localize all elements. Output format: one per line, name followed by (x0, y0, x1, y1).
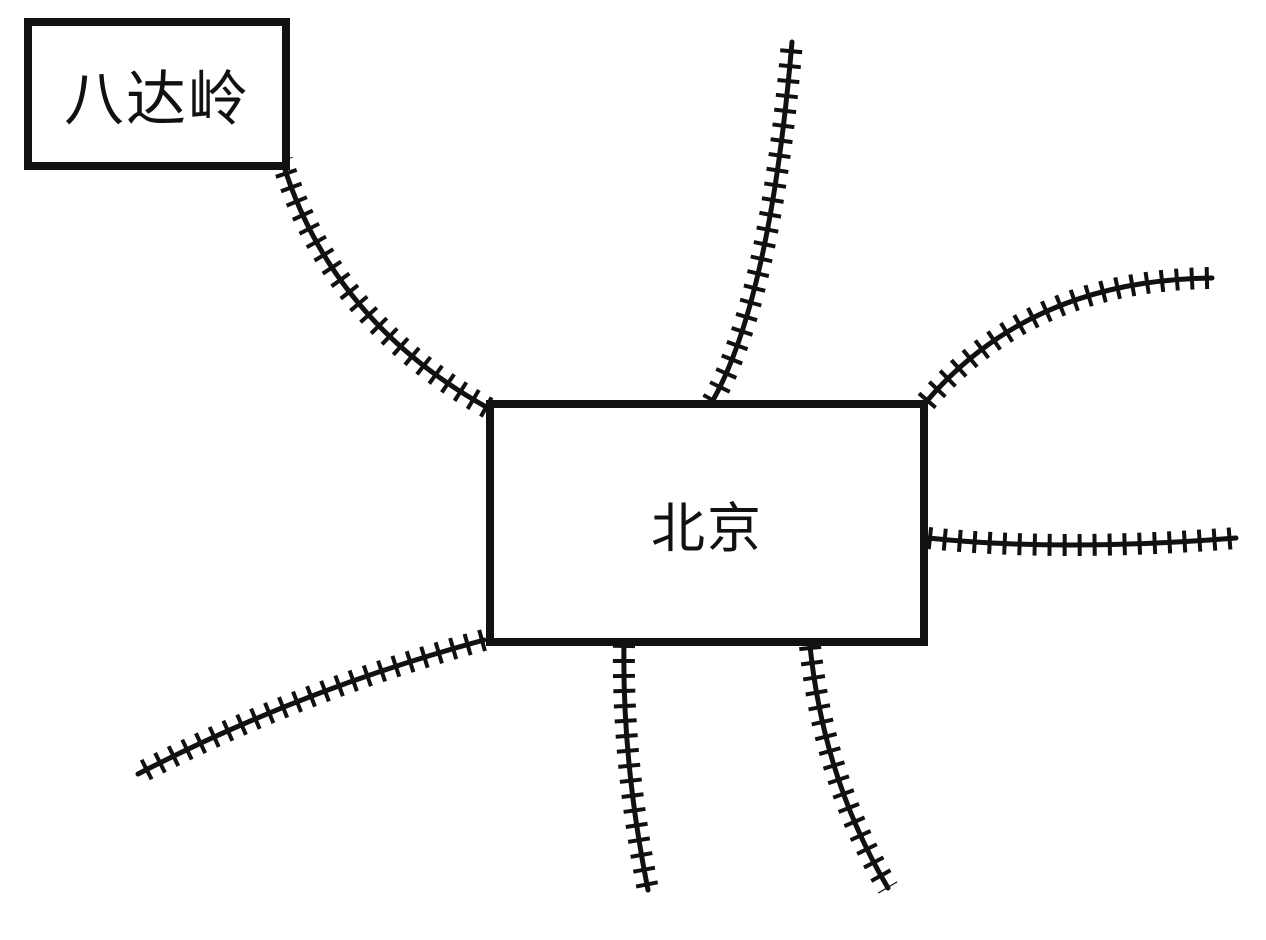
railway-track (135, 637, 487, 777)
railway-track (621, 641, 651, 893)
railway-track (925, 535, 1239, 548)
rail-northeast (917, 267, 1215, 410)
rail-south-southeast (799, 643, 898, 894)
railway-ties (271, 156, 494, 418)
railway-lines (132, 39, 1239, 894)
place-label-beijing: 北京 (651, 496, 763, 560)
place-box-badaling: 八达岭 (24, 18, 290, 170)
railway-ties (799, 644, 898, 894)
railway-track (279, 157, 491, 411)
railway-track (709, 39, 795, 405)
rail-north (702, 39, 803, 408)
railway-ties (702, 41, 803, 408)
place-box-beijing: 北京 (486, 400, 928, 646)
railway-track (807, 643, 891, 891)
rail-south (612, 641, 659, 893)
rail-beijing-to-badaling (271, 156, 494, 418)
railway-ties (132, 629, 487, 784)
railway-track (923, 275, 1215, 405)
rail-southwest (132, 629, 487, 784)
place-label-badaling: 八达岭 (64, 64, 250, 135)
rail-east (925, 527, 1239, 556)
railway-ties (917, 267, 1213, 410)
